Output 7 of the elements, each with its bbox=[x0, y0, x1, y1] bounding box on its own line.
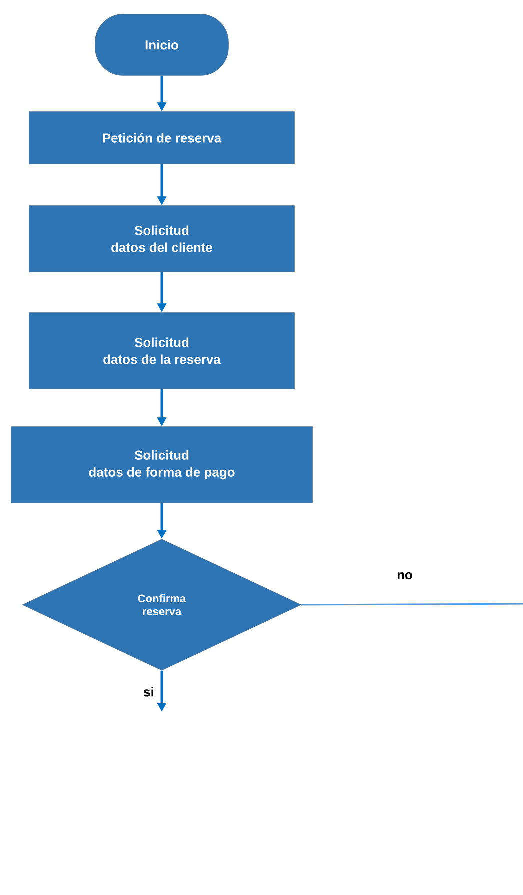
terminal-box: Inicio bbox=[95, 14, 229, 76]
edge-label: no bbox=[396, 571, 414, 581]
process-box: Solicitud datos del cliente bbox=[29, 206, 295, 272]
process-box: Petición de reserva bbox=[29, 112, 295, 164]
process-box: Solicitud datos de forma de pago bbox=[11, 426, 313, 504]
edge-label: si bbox=[142, 686, 156, 698]
process-box: Solicitud datos de la reserva bbox=[29, 312, 295, 390]
